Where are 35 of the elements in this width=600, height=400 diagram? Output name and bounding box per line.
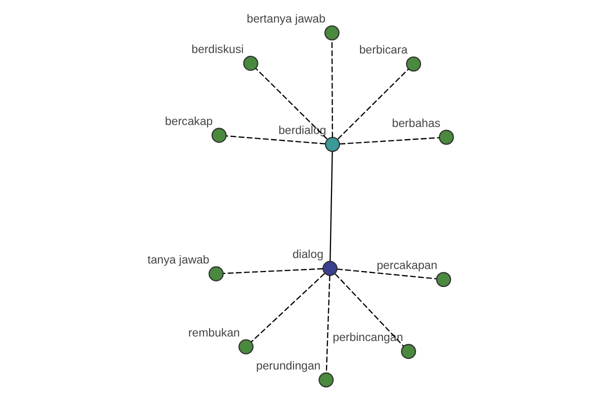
node-label: bertanya jawab: [246, 12, 325, 26]
connector: [325, 275, 330, 373]
node-label: dialog: [292, 248, 323, 261]
node-circle: [322, 260, 338, 276]
node-circle: [238, 339, 254, 354]
node-circle: [436, 272, 451, 288]
node-label: perbincangan: [332, 331, 403, 344]
node-label: bercakap: [164, 114, 212, 128]
node-label: tanya jawab: [146, 253, 209, 266]
node-label: berdialog: [278, 124, 326, 137]
node-circle: [208, 266, 224, 282]
node-circle: [400, 344, 416, 360]
connector: [329, 152, 332, 262]
connector: [250, 273, 324, 342]
node-label: berdiskusi: [191, 42, 244, 56]
connector: [330, 40, 333, 138]
node-circle: [324, 25, 339, 40]
connector: [222, 268, 322, 274]
node-label: rembukan: [188, 326, 240, 340]
connector: [336, 268, 436, 280]
node-circle: [406, 56, 421, 72]
connector: [226, 135, 325, 144]
node-label: percakapan: [376, 259, 437, 272]
connector: [334, 273, 404, 347]
node-circle: [211, 128, 226, 143]
connector: [254, 68, 328, 140]
connector: [336, 68, 408, 140]
node-circle: [324, 136, 340, 152]
node-label: perundingan: [256, 359, 320, 372]
node-label: berbicara: [358, 44, 408, 57]
node-label: berbahas: [392, 116, 440, 130]
connector: [339, 137, 439, 145]
node-circle: [318, 372, 334, 388]
node-circle: [242, 56, 258, 71]
node-circle: [438, 130, 454, 145]
